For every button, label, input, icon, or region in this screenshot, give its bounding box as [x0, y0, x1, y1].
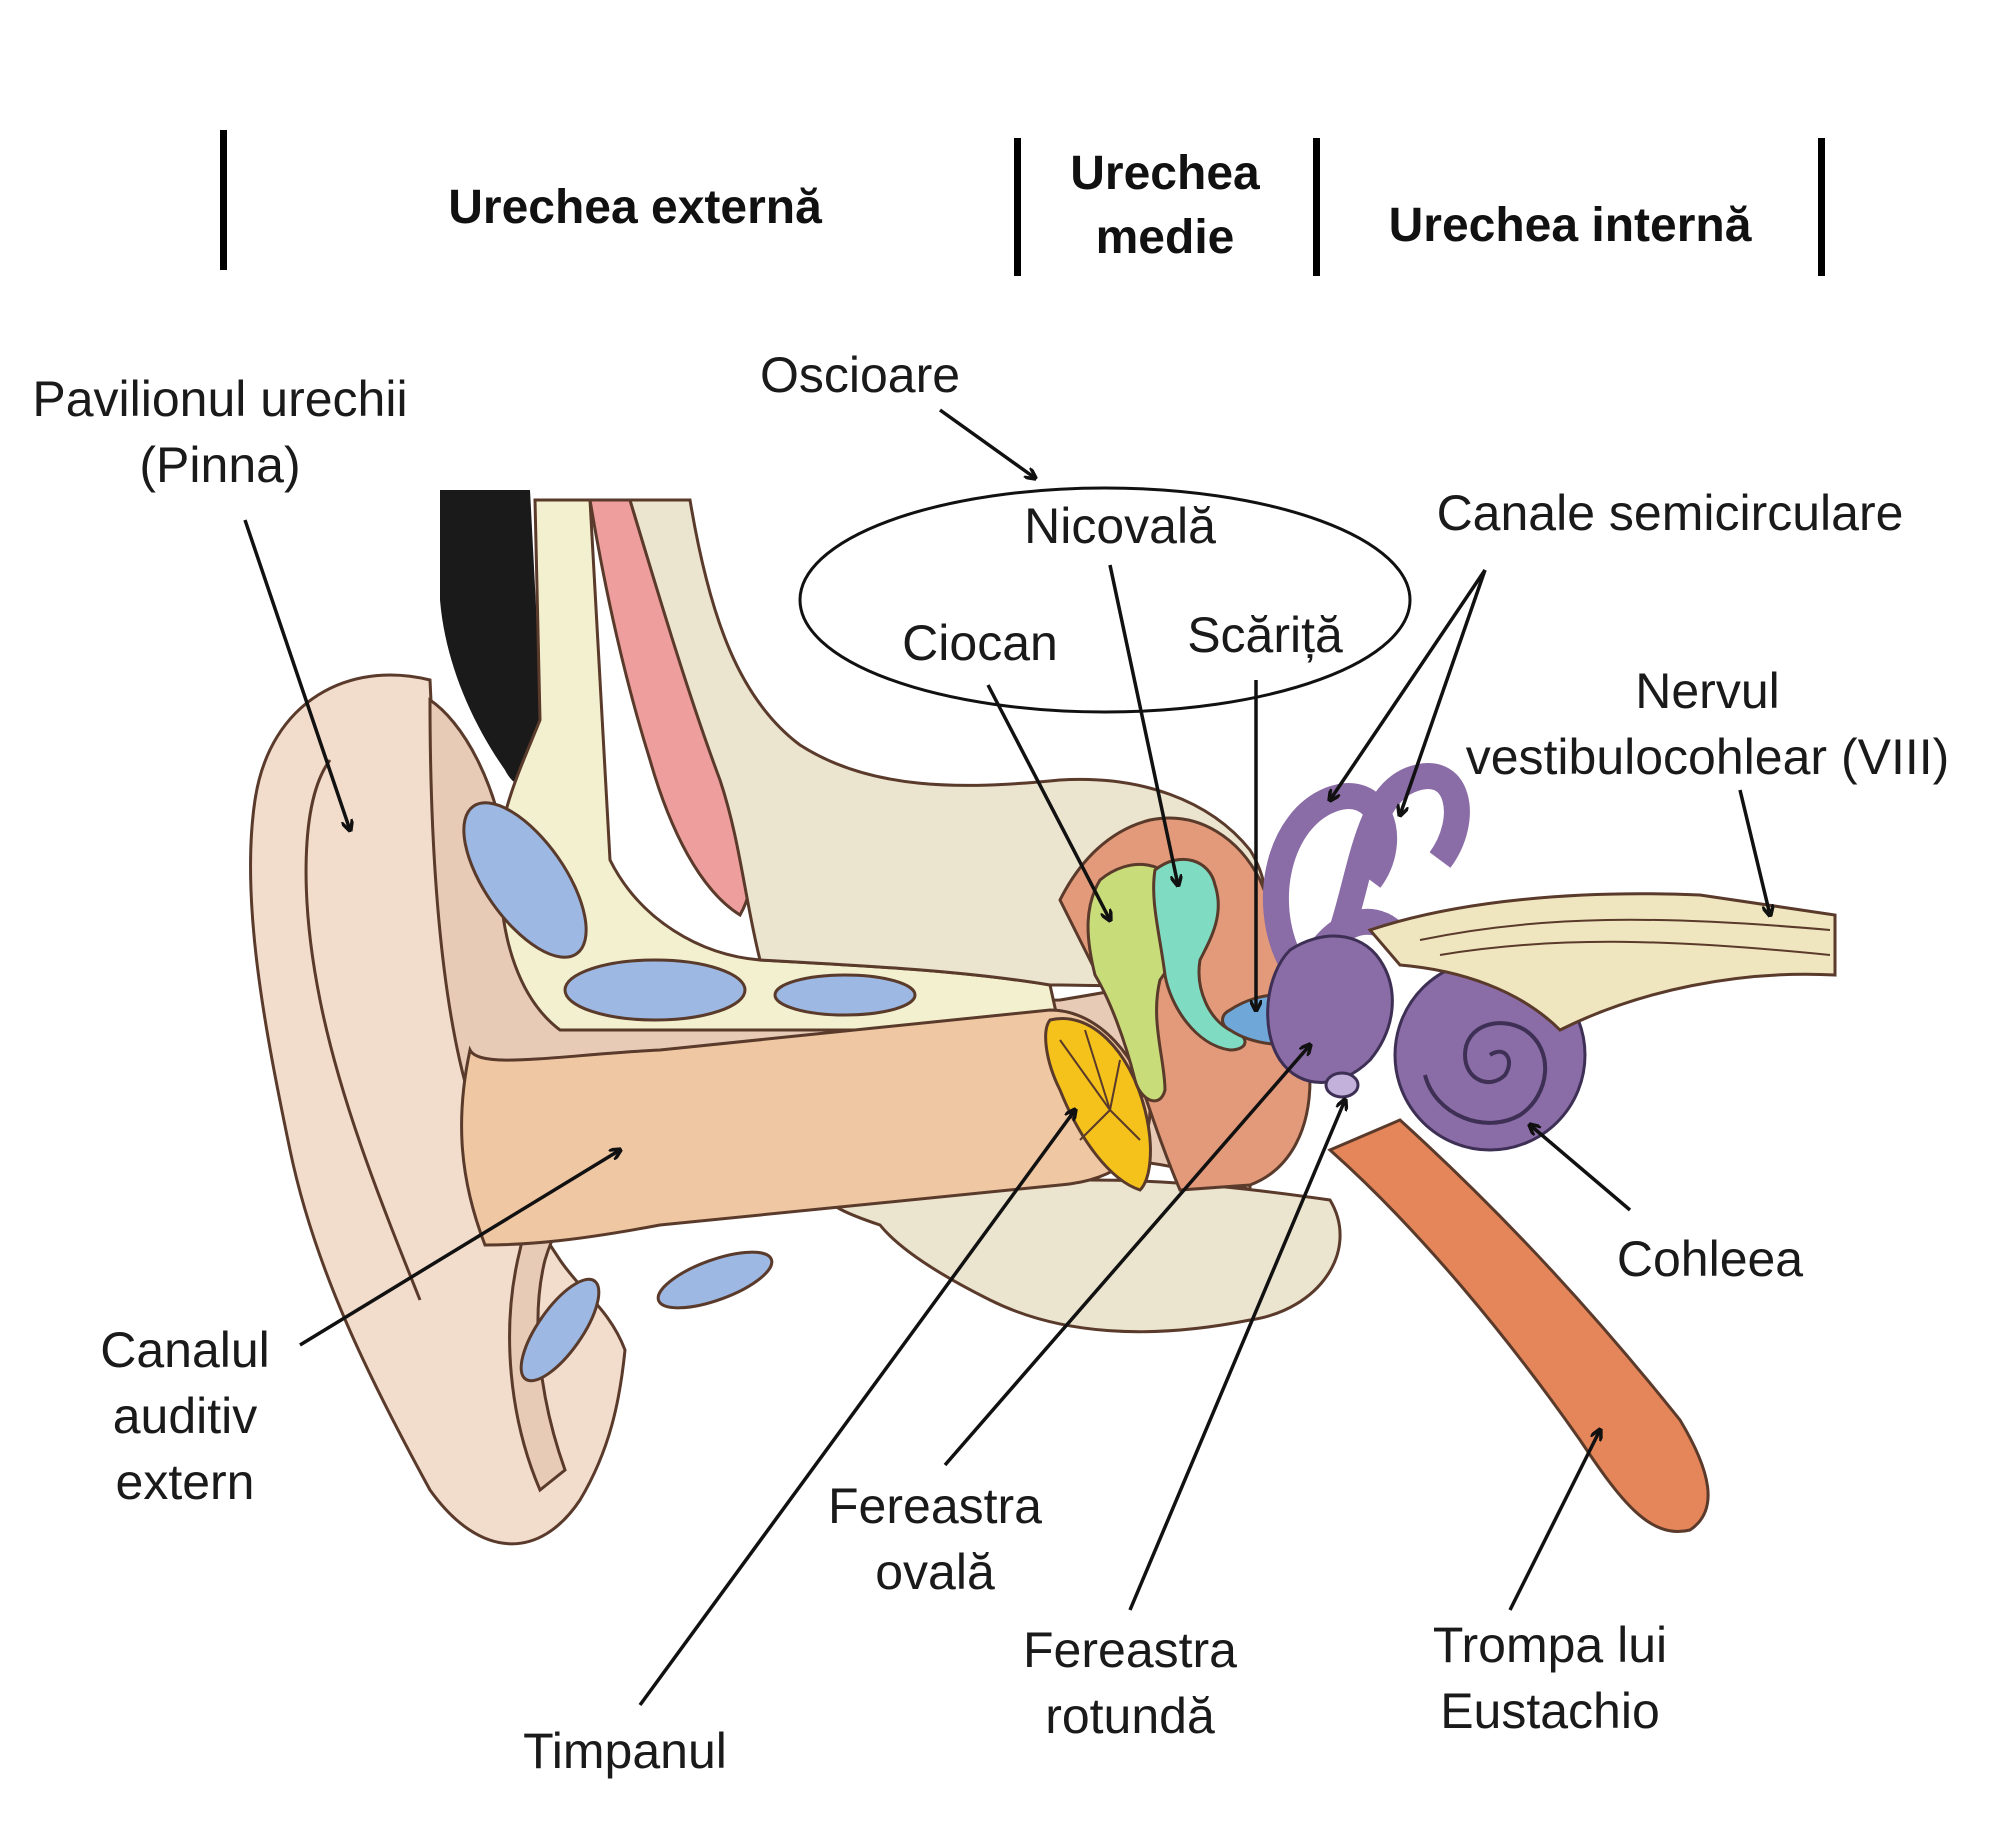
cartilage-blob-4 — [519, 1277, 601, 1383]
region-middle-ear-line1: Urechea — [1070, 147, 1260, 200]
label-ear-canal-line3: extern — [115, 1454, 255, 1510]
label-semicircular-canals: Canale semicirculare — [1385, 480, 1955, 546]
label-cochlea: Cohleea — [1580, 1226, 1840, 1292]
region-middle-ear: Urechea medie — [1030, 142, 1300, 270]
label-eustachian-tube-line1: Trompa lui — [1432, 1617, 1668, 1673]
arrow-ossicles — [938, 408, 1035, 478]
label-eustachian-tube: Trompa lui Eustachio — [1400, 1612, 1700, 1744]
vestibule-shape — [1266, 934, 1394, 1084]
arrow-malleus — [986, 684, 1110, 920]
label-ossicles: Oscioare — [715, 342, 1005, 408]
label-pinna-line2: (Pinna) — [139, 437, 301, 493]
divider-middle-inner — [1313, 138, 1320, 276]
cartilage-blob-5 — [656, 1250, 774, 1310]
label-nerve-line2: vestibulocohlear (VIII) — [1465, 729, 1950, 785]
label-eustachian-tube-line2: Eustachio — [1440, 1683, 1660, 1739]
region-inner-ear-text: Urechea internă — [1388, 199, 1752, 252]
arrow-eardrum — [638, 1110, 1075, 1707]
eardrum-shape — [1044, 1017, 1152, 1192]
label-incus-text: Nicovală — [1024, 498, 1216, 554]
label-incus: Nicovală — [975, 493, 1265, 559]
cochlea-spiral — [1423, 1021, 1548, 1125]
label-malleus: Ciocan — [855, 610, 1105, 676]
label-ossicles-text: Oscioare — [759, 347, 961, 403]
arrow-canal — [299, 1150, 620, 1347]
arrow-oval — [943, 1045, 1310, 1467]
label-round-window-line2: rotundă — [1045, 1688, 1215, 1744]
label-nerve-line1: Nervul — [1635, 663, 1780, 719]
region-outer-ear-text: Urechea externă — [448, 181, 822, 234]
label-oval-window-line1: Fereastra — [828, 1478, 1042, 1534]
label-ear-canal-line2: auditiv — [112, 1388, 258, 1444]
region-outer-ear: Urechea externă — [380, 176, 890, 240]
region-middle-ear-line2: medie — [1095, 211, 1235, 264]
ossicles-callout — [798, 486, 1412, 714]
label-eardrum: Timpanul — [490, 1718, 760, 1784]
cartilage-blob-2 — [563, 958, 747, 1022]
arrow-nerve — [1738, 789, 1770, 915]
arrow-incus — [1108, 564, 1178, 885]
divider-left — [220, 130, 227, 270]
round-window-shape — [1324, 1071, 1360, 1099]
label-oval-window-line2: ovală — [875, 1544, 995, 1600]
arrow-eustachian — [1508, 1430, 1600, 1611]
arrow-cochlea — [1530, 1125, 1632, 1212]
arrow-semicircular-1 — [1330, 569, 1487, 800]
cartilage-blob-3 — [773, 973, 917, 1017]
eardrum-rays — [1059, 1029, 1141, 1141]
label-pinna-line1: Pavilionul urechii — [32, 371, 408, 427]
label-stapes-text: Scăriță — [1187, 607, 1343, 663]
label-ear-canal: Canalul auditiv extern — [60, 1317, 310, 1515]
label-nerve: Nervul vestibulocohlear (VIII) — [1420, 658, 1995, 790]
label-round-window: Fereastra rotundă — [995, 1617, 1265, 1749]
region-inner-ear: Urechea internă — [1325, 194, 1815, 258]
eustachian-tube-shape — [1327, 1118, 1710, 1533]
label-ear-canal-line1: Canalul — [100, 1322, 270, 1378]
arrow-round — [1128, 1100, 1345, 1611]
divider-right — [1818, 138, 1825, 276]
arrow-pinna — [243, 519, 350, 830]
arrow-semicircular-2 — [1400, 569, 1487, 815]
label-round-window-line1: Fereastra — [1023, 1622, 1237, 1678]
label-eardrum-text: Timpanul — [523, 1723, 727, 1779]
label-malleus-text: Ciocan — [902, 615, 1058, 671]
pinna-inner-fold — [304, 759, 422, 1301]
label-oval-window: Fereastra ovală — [800, 1473, 1070, 1605]
cartilage-blob-1 — [462, 801, 588, 959]
hair-patch — [440, 490, 545, 787]
nerve-fibers — [1419, 918, 1831, 956]
label-semicircular-canals-text: Canale semicirculare — [1436, 485, 1904, 541]
label-pinna: Pavilionul urechii (Pinna) — [0, 366, 440, 498]
divider-outer-middle — [1014, 138, 1021, 276]
label-stapes: Scăriță — [1130, 602, 1400, 668]
label-cochlea-text: Cohleea — [1616, 1231, 1804, 1287]
arrows — [243, 408, 1770, 1707]
